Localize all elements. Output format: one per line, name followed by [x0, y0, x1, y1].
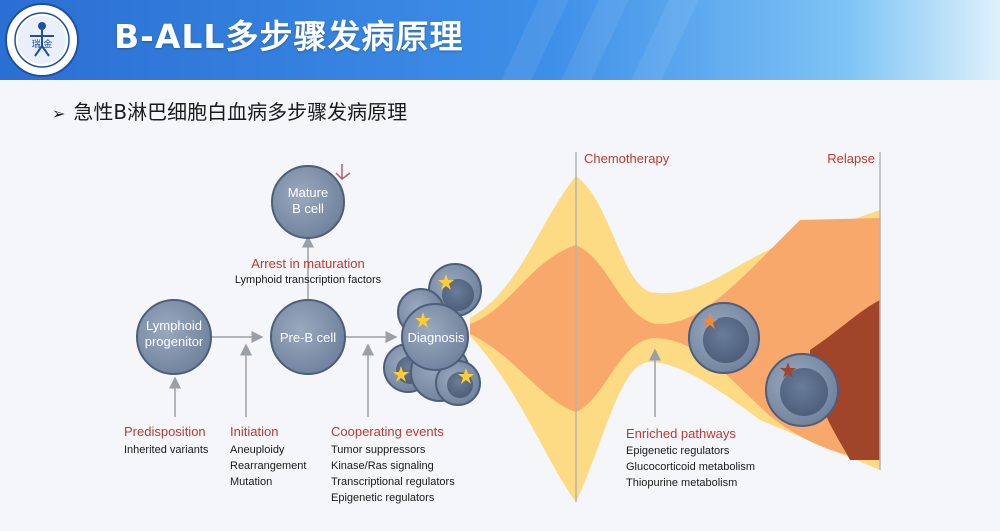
page-title: B-ALL多步骤发病原理: [114, 17, 464, 56]
diagnosis-label: Diagnosis: [407, 330, 465, 345]
initiation-item-3: Mutation: [230, 476, 272, 488]
lymphoid-label-line2: progenitor: [145, 334, 204, 349]
diagnosis-cluster: Diagnosis: [383, 263, 482, 406]
enriched-item-1: Epigenetic regulators: [626, 445, 730, 457]
initiation-title: Initiation: [230, 424, 278, 439]
resistant-clone-cell: [688, 302, 760, 374]
arrest-detail: Lymphoid transcription factors: [235, 274, 382, 286]
mature-cell-label-line2: B cell: [292, 201, 324, 216]
enriched-item-3: Thiopurine metabolism: [626, 477, 737, 489]
chemotherapy-label: Chemotherapy: [584, 151, 670, 166]
lymphoid-progenitor-cell: Lymphoid progenitor: [136, 299, 212, 375]
slide-subtitle: ➢ 急性B淋巴细胞白血病多步骤发病原理: [52, 96, 407, 125]
lymphoid-label-line1: Lymphoid: [146, 318, 202, 333]
subtitle-text: 急性B淋巴细胞白血病多步骤发病原理: [73, 100, 408, 124]
cooperating-title: Cooperating events: [331, 424, 444, 439]
mature-cell-label-line1: Mature: [288, 185, 328, 200]
university-logo: 瑞 金: [5, 3, 79, 77]
relapse-clone-cell: [765, 353, 839, 427]
logo-text: 瑞 金: [32, 38, 53, 50]
cooperating-item-1: Tumor suppressors: [331, 444, 426, 456]
mature-b-cell: Mature B cell: [271, 165, 345, 239]
cooperating-item-3: Transcriptional regulators: [331, 476, 455, 488]
cooperating-item-2: Kinase/Ras signaling: [331, 460, 434, 472]
enriched-item-2: Glucocorticoid metabolism: [626, 461, 755, 473]
blocked-mark: [335, 164, 351, 180]
pre-b-cell: Pre-B cell: [270, 299, 346, 375]
relapse-label: Relapse: [827, 151, 875, 166]
predisposition-item-1: Inherited variants: [124, 444, 209, 456]
mutation-star-6: [780, 362, 796, 378]
preb-label: Pre-B cell: [280, 330, 336, 345]
cooperating-item-4: Epigenetic regulators: [331, 492, 435, 504]
mutation-star-5: [702, 313, 718, 329]
mutation-star-2: [415, 312, 431, 328]
initiation-item-1: Aneuploidy: [230, 444, 285, 456]
dark-clone-band: [810, 300, 880, 460]
slide-header: 瑞 金 B-ALL多步骤发病原理: [0, 0, 1000, 80]
mutation-star-3: [393, 366, 409, 382]
enriched-title: Enriched pathways: [626, 426, 736, 441]
bullet-arrow-icon: ➢: [52, 104, 66, 123]
mutation-star-1: [438, 274, 454, 290]
arrest-title: Arrest in maturation: [251, 256, 364, 271]
initiation-item-2: Rearrangement: [230, 460, 306, 472]
pathogenesis-diagram: Chemotherapy Relapse Mature B cell Lymph…: [124, 151, 881, 504]
mutation-star-4: [458, 368, 474, 384]
predisposition-title: Predisposition: [124, 424, 206, 439]
